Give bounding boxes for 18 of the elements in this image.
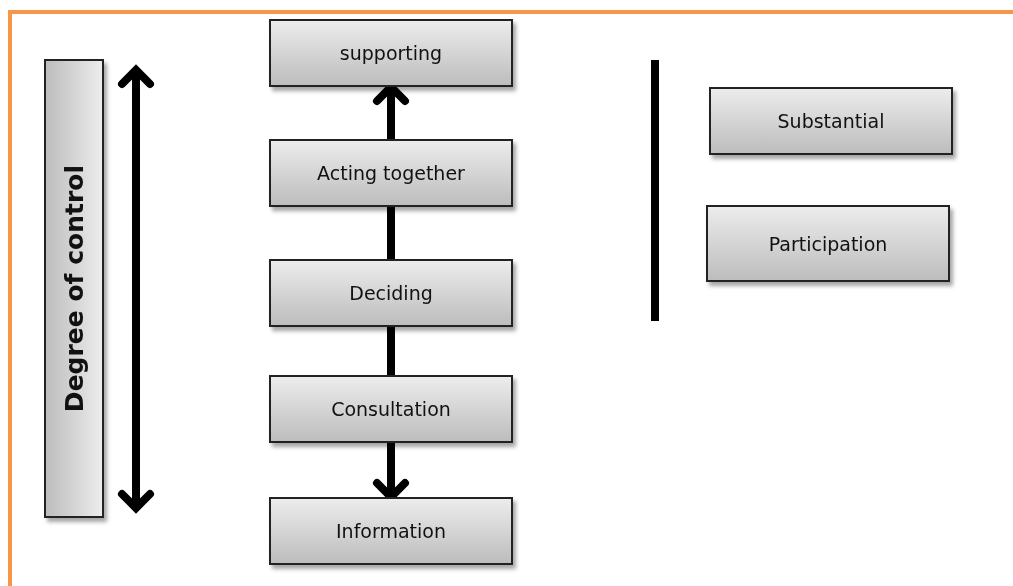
box-label: Acting together bbox=[317, 162, 465, 184]
connector-line bbox=[387, 207, 395, 259]
process-box bbox=[269, 139, 513, 207]
process-box bbox=[269, 19, 513, 87]
box-label: Substantial bbox=[777, 110, 885, 132]
process-box bbox=[709, 87, 953, 155]
box-label: Deciding bbox=[349, 282, 433, 304]
process-box bbox=[269, 259, 513, 327]
box-label: Consultation bbox=[331, 398, 451, 420]
axis-label: Degree of control bbox=[59, 164, 89, 413]
process-box bbox=[269, 497, 513, 565]
process-box bbox=[269, 375, 513, 443]
box-label: Participation bbox=[768, 232, 888, 255]
box-label: Information bbox=[336, 520, 446, 542]
label-bar bbox=[44, 59, 104, 518]
box-label: supporting bbox=[339, 42, 443, 64]
connector-line bbox=[387, 327, 395, 375]
process-box bbox=[706, 205, 950, 282]
